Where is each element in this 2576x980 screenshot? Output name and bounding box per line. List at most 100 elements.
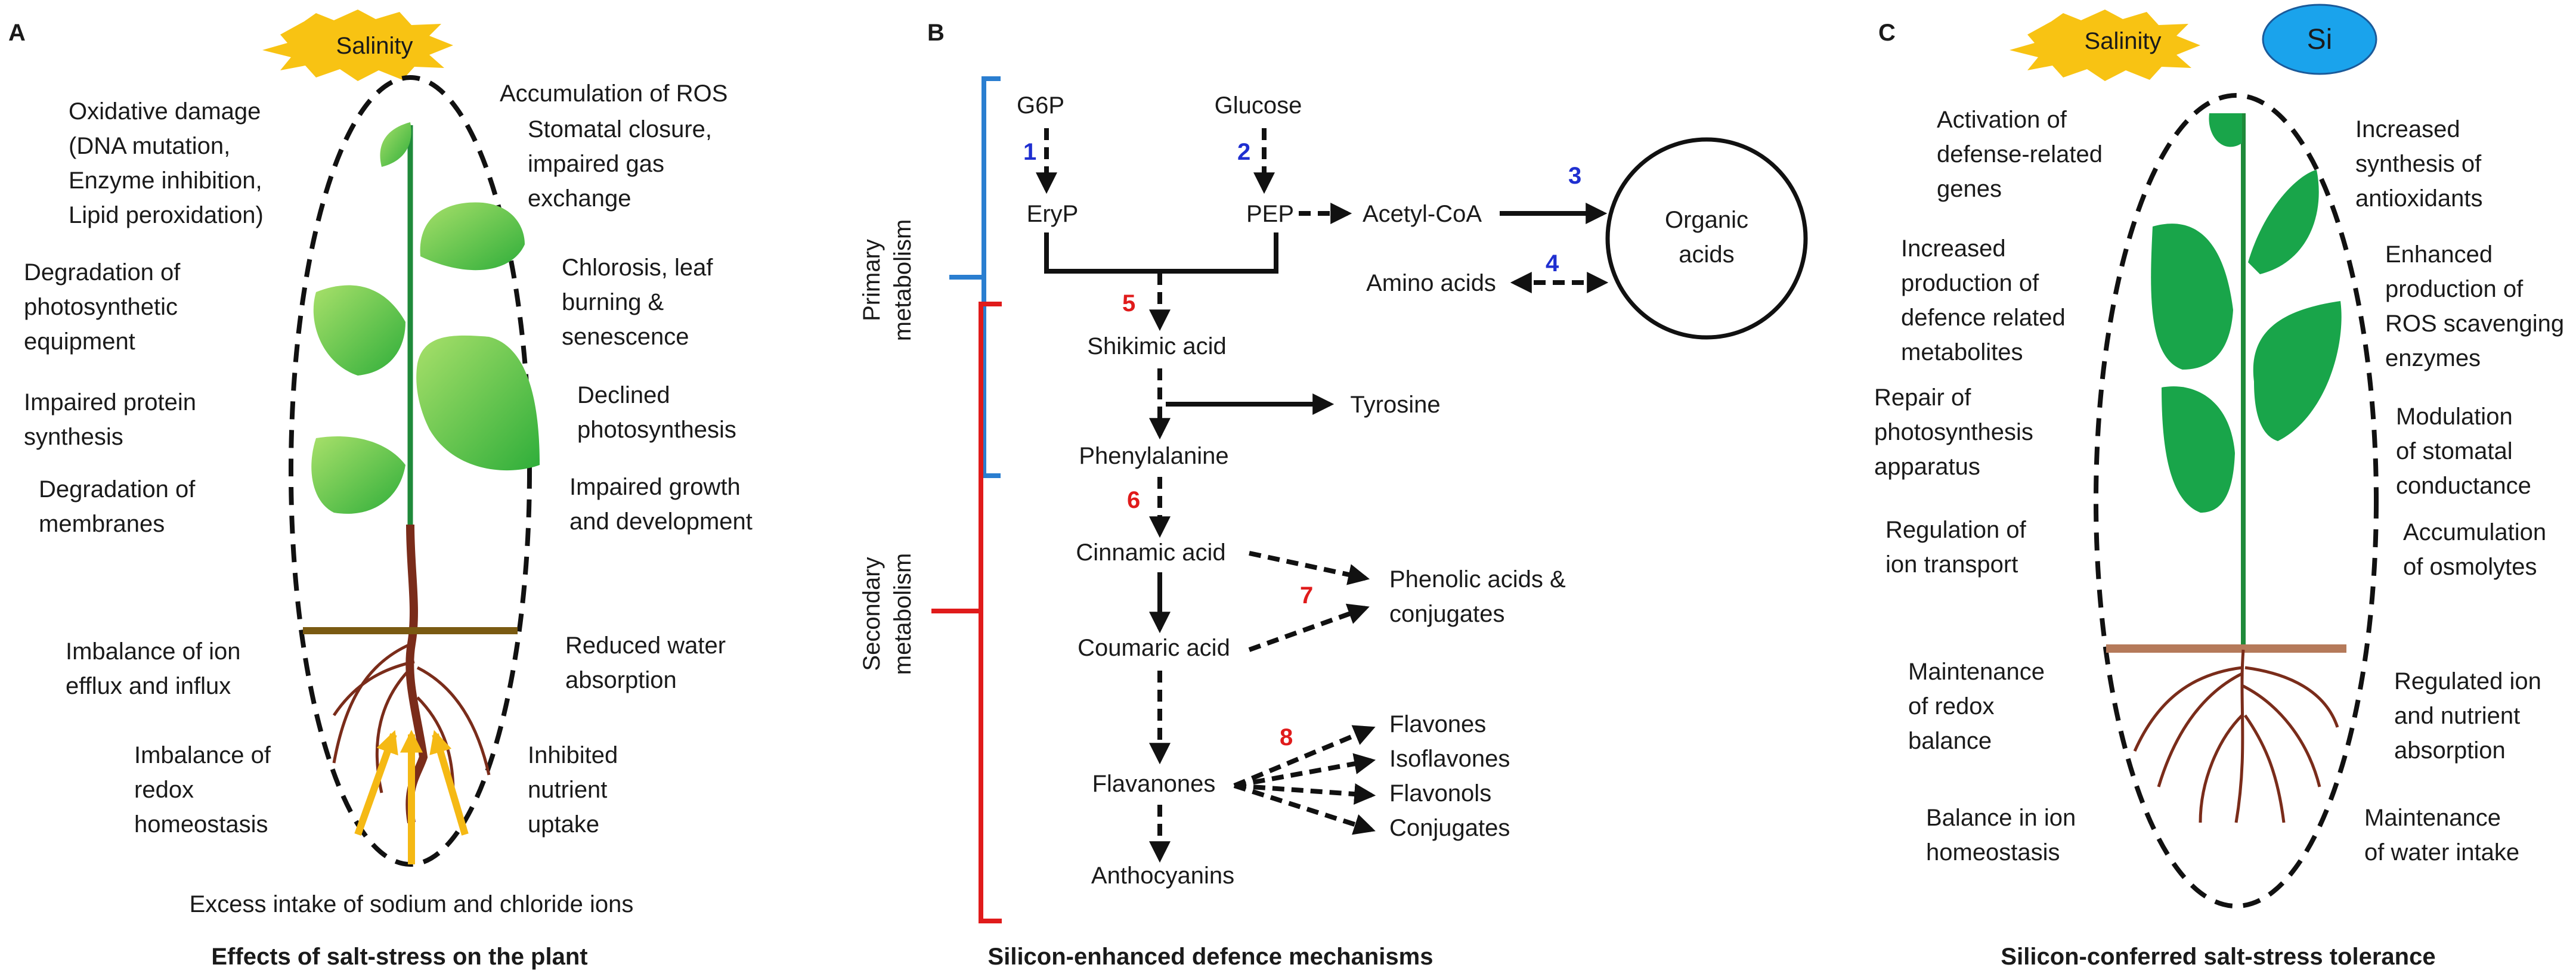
panel-a: A Salinity Oxidative damage(DNA mutation… xyxy=(8,10,753,970)
plant-illustration-a xyxy=(303,122,540,864)
step-8: 8 xyxy=(1280,724,1293,750)
node-cinnamic-acid: Cinnamic acid xyxy=(1076,539,1225,566)
node-flavonols: Flavonols xyxy=(1389,780,1491,807)
node-conjugates: Conjugates xyxy=(1389,815,1510,841)
node-pep: PEP xyxy=(1246,201,1294,227)
arrow-to-isoflavones xyxy=(1234,753,1376,788)
arrow-to-flavones xyxy=(1233,725,1376,788)
step-5: 5 xyxy=(1122,290,1135,317)
si-label: Si xyxy=(2307,24,2333,55)
secondary-bracket xyxy=(931,302,1002,923)
leaf-left-2-c xyxy=(2162,386,2235,513)
salinity-burst-c: Salinity xyxy=(2010,10,2200,81)
si-badge: Si xyxy=(2262,4,2377,75)
root-branches-a xyxy=(332,642,491,793)
burst-shape-a xyxy=(262,10,453,81)
pathway-arrows xyxy=(1036,128,1609,863)
salinity-label-a: Salinity xyxy=(336,33,413,59)
node-anthocyanins: Anthocyanins xyxy=(1091,863,1234,889)
node-amino-acids: Amino acids xyxy=(1366,270,1496,296)
organic-acids-circle xyxy=(1605,137,1808,340)
arrow-cinnamic-phenolic xyxy=(1249,551,1370,585)
leaf-right-2-c xyxy=(2253,301,2342,441)
plant-illustration-c xyxy=(2106,113,2346,823)
step-3: 3 xyxy=(1568,163,1581,189)
node-tyrosine: Tyrosine xyxy=(1350,392,1440,418)
node-coumaric-acid: Coumaric acid xyxy=(1078,635,1230,661)
effects-right-labels: Accumulation of ROS Stomatal closure,imp… xyxy=(500,80,753,838)
node-shikimic-acid: Shikimic acid xyxy=(1087,333,1226,359)
roots-c xyxy=(2133,649,2339,823)
step-2: 2 xyxy=(1237,139,1250,165)
plant-boundary-c xyxy=(2094,93,2379,908)
node-flavanones: Flavanones xyxy=(1092,771,1216,797)
salinity-label-c: Salinity xyxy=(2085,28,2162,54)
node-phenylalanine: Phenylalanine xyxy=(1079,443,1228,469)
leaf-left-1-c xyxy=(2151,224,2233,370)
leaf-right-2-a xyxy=(416,335,540,471)
primary-bracket xyxy=(949,76,1001,478)
node-isoflavones: Isoflavones xyxy=(1389,746,1510,772)
leaf-right-1-a xyxy=(420,202,525,271)
arrow-coumaric-phenolic xyxy=(1248,603,1370,652)
yellow-arrow-1 xyxy=(354,730,398,836)
panel-b-letter: B xyxy=(927,20,945,46)
node-phenolic-acids: Phenolic acids &conjugates xyxy=(1389,566,1566,627)
yellow-arrow-3 xyxy=(429,730,469,836)
node-acetyl-coa: Acetyl-CoA xyxy=(1363,201,1482,227)
node-glucose: Glucose xyxy=(1215,92,1302,119)
step-7: 7 xyxy=(1300,582,1313,609)
step-1: 1 xyxy=(1023,139,1036,165)
root-main-a xyxy=(405,524,428,824)
a-left-label-1: Oxidative damage(DNA mutation,Enzyme inh… xyxy=(69,98,264,228)
node-g6p: G6P xyxy=(1017,92,1064,119)
si-ellipse xyxy=(2262,4,2377,75)
panel-a-letter: A xyxy=(8,20,26,46)
arrow-to-conjugates xyxy=(1233,783,1376,835)
salinity-burst-a: Salinity xyxy=(262,10,453,81)
leaf-left-2-a xyxy=(311,436,405,514)
a-right-label-1: Accumulation of ROS xyxy=(500,80,727,107)
leaf-left-1-a xyxy=(313,285,405,376)
burst-shape-c xyxy=(2010,10,2200,81)
b-caption: Silicon-enhanced defence mechanisms xyxy=(988,944,1433,970)
effects-left-labels: Oxidative damage(DNA mutation,Enzyme inh… xyxy=(24,98,271,838)
node-flavones: Flavones xyxy=(1389,711,1486,737)
leaf-right-1-c xyxy=(2248,170,2319,274)
leaf-top-a xyxy=(380,122,411,167)
panel-c-letter: C xyxy=(1878,20,1896,46)
node-eryp: EryP xyxy=(1027,201,1079,227)
c-caption: Silicon-conferred salt-stress tolerance xyxy=(2001,944,2435,970)
a-bottom-label: Excess intake of sodium and chloride ion… xyxy=(190,891,634,917)
a-caption: Effects of salt-stress on the plant xyxy=(211,944,587,970)
